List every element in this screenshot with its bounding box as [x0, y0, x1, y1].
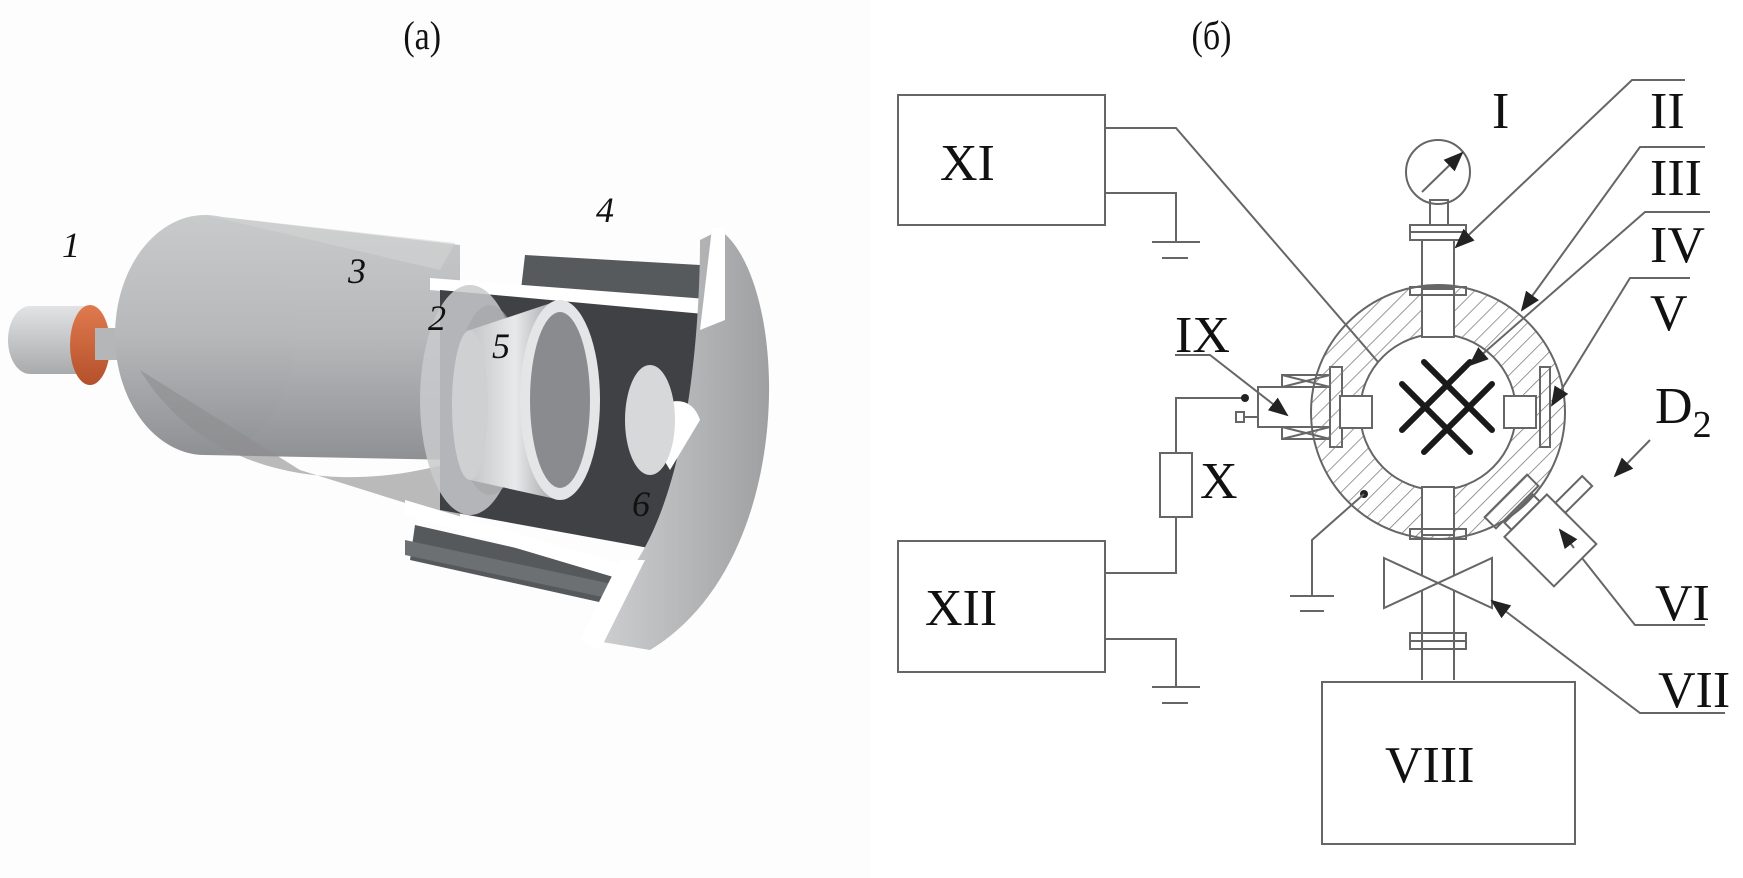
- label-x: X: [1200, 453, 1238, 510]
- label-d2-subscript: 2: [1693, 404, 1712, 446]
- ion-source-render: 1 2 3 4 5 6: [8, 190, 770, 650]
- label-6: 6: [632, 484, 650, 524]
- label-vii: VII: [1658, 662, 1730, 719]
- vacuum-chamber: [1290, 283, 1567, 612]
- part-6-flange: [580, 228, 770, 650]
- label-i: I: [1492, 83, 1509, 140]
- label-iii: III: [1650, 150, 1702, 207]
- copper-insulator: [70, 305, 110, 385]
- label-viii: VIII: [1385, 737, 1475, 794]
- cutaway-planes: [405, 278, 720, 585]
- panel-b-caption: (б): [1191, 13, 1232, 58]
- label-xi: XI: [940, 135, 995, 192]
- label-ix: IX: [1175, 307, 1230, 364]
- label-vi: VI: [1655, 575, 1710, 632]
- leader-lines: [1454, 79, 1725, 714]
- pressure-gauge-i: [1405, 139, 1471, 296]
- label-5: 5: [492, 326, 510, 366]
- valve-vii: [1383, 528, 1493, 680]
- label-xii: XII: [925, 580, 997, 637]
- gas-inlet-vi: [1483, 473, 1598, 588]
- resistor-x: [1159, 394, 1249, 518]
- label-ii: II: [1650, 83, 1685, 140]
- pump-viii: [1321, 681, 1576, 845]
- label-d2-main: D: [1655, 378, 1693, 435]
- part-3-anode-body: [115, 215, 460, 520]
- panel-a-caption: (a): [403, 13, 442, 58]
- label-1: 1: [62, 225, 80, 265]
- label-d2: D2: [1655, 378, 1712, 446]
- label-3: 3: [347, 251, 366, 291]
- label-2: 2: [428, 298, 446, 338]
- block-xii: [897, 517, 1200, 704]
- label-4: 4: [596, 190, 614, 230]
- grid-electrodes: [1399, 359, 1495, 455]
- panel-a-render: (a): [0, 0, 870, 878]
- part-5-cathode-ring: [452, 300, 600, 500]
- setup-schematic: XI XII X IX I II III IV V VI VII VIII D2: [897, 79, 1730, 845]
- label-iv: IV: [1650, 217, 1705, 274]
- panel-b-schematic: (б): [870, 0, 1743, 878]
- part-1-cathode-lead: [8, 305, 125, 385]
- label-v: V: [1650, 285, 1688, 342]
